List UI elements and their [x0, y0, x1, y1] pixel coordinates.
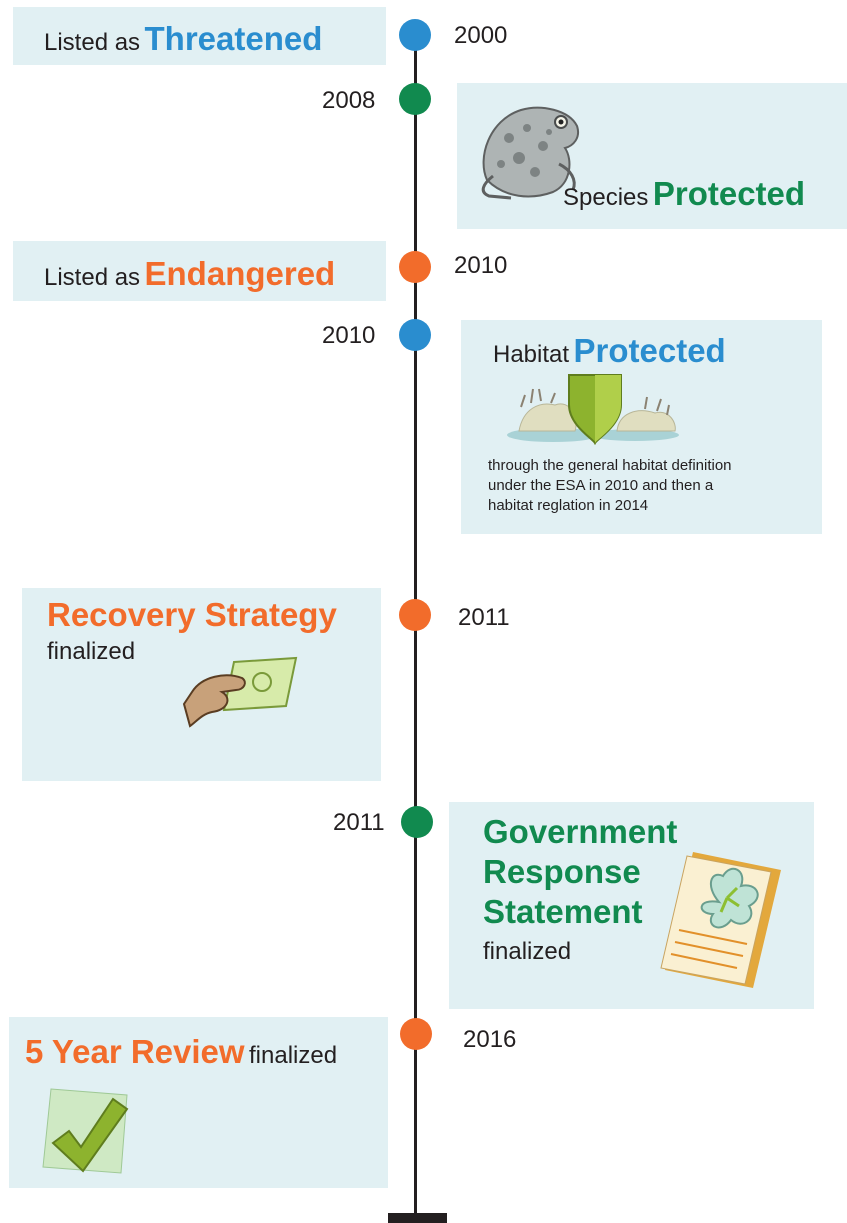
checkmark-icon — [42, 1088, 129, 1174]
hand-holding-money-icon — [182, 656, 298, 728]
event-emphasis: Threatened — [144, 20, 323, 57]
event-year: 2008 — [322, 87, 376, 114]
event-year: 2011 — [458, 604, 510, 631]
timeline-dot-orange — [400, 1018, 432, 1050]
event-suffix: finalized — [47, 638, 136, 665]
event-prefix: Habitat — [493, 341, 570, 368]
event-suffix: finalized — [483, 938, 572, 965]
document-with-flower-icon — [660, 852, 781, 988]
habitat-note-line: through the general habitat definition — [488, 457, 732, 474]
timeline-dot-green — [399, 83, 431, 115]
event-card-endangered: Listed as Endangered — [13, 241, 386, 301]
habitat-shield-icon — [507, 374, 679, 445]
toad-icon — [481, 106, 579, 200]
event-prefix: Listed as — [44, 264, 141, 291]
timeline-axis-base — [388, 1213, 447, 1223]
event-emphasis: Recovery Strategy — [47, 596, 337, 633]
event-year: 2010 — [322, 322, 376, 349]
event-card-five-year-review: 5 Year Review finalized — [9, 1017, 388, 1188]
event-card-government-response: Government Response Statement finalized — [449, 802, 814, 1009]
event-year: 2011 — [333, 809, 385, 836]
event-emphasis: Response — [483, 853, 641, 890]
event-emphasis: 5 Year Review — [25, 1033, 245, 1070]
event-emphasis: Endangered — [144, 255, 336, 292]
timeline-dot-green — [401, 806, 433, 838]
event-suffix: finalized — [249, 1042, 338, 1069]
event-emphasis: Statement — [483, 893, 643, 930]
event-card-species-protected: Species Protected — [457, 83, 847, 229]
event-year: 2010 — [454, 252, 508, 279]
event-prefix: Species — [563, 184, 649, 211]
event-year: 2000 — [454, 22, 508, 49]
event-card-habitat-protected: Habitat Protected through the general ha… — [461, 320, 822, 534]
event-prefix: Listed as — [44, 29, 141, 56]
event-year: 2016 — [463, 1026, 517, 1053]
habitat-note-line: habitat reglation in 2014 — [488, 497, 649, 514]
event-card-recovery-strategy: Recovery Strategy finalized — [22, 588, 381, 781]
timeline-dot-orange — [399, 251, 431, 283]
habitat-note-line: under the ESA in 2010 and then a — [488, 477, 714, 494]
event-card-threatened: Listed as Threatened — [13, 7, 386, 65]
timeline-dot-orange — [399, 599, 431, 631]
timeline-dot-blue — [399, 19, 431, 51]
event-emphasis: Protected — [652, 175, 806, 212]
event-emphasis: Government — [483, 813, 678, 850]
event-emphasis: Protected — [573, 332, 726, 369]
timeline-dot-blue — [399, 319, 431, 351]
